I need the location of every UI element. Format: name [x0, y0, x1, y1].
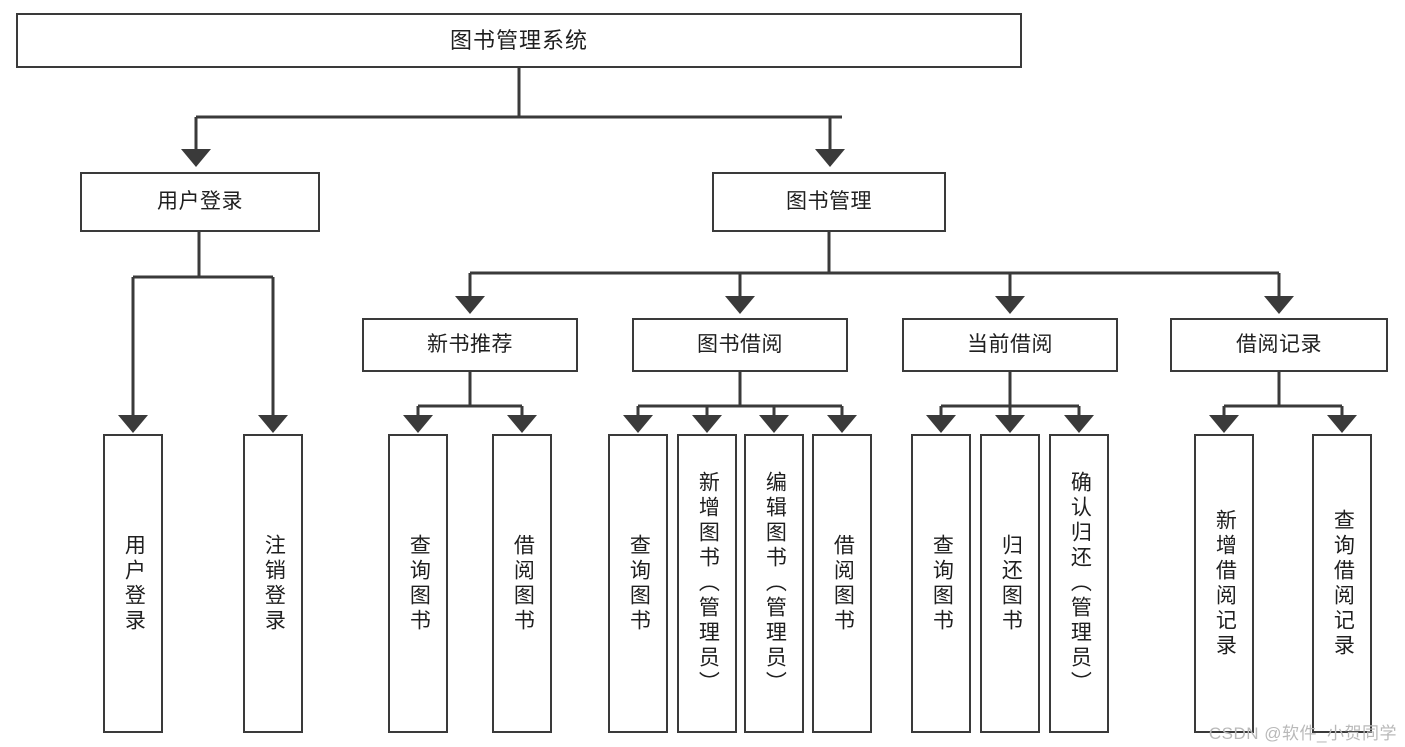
leaf-label: 查询图书 — [627, 533, 651, 634]
leaf-current-borrow-confirm[interactable]: 确认归还（管理员） — [1049, 434, 1109, 733]
leaf-new-book-borrow[interactable]: 借阅图书 — [492, 434, 552, 733]
node-current-borrow-label: 当前借阅 — [967, 332, 1053, 356]
leaf-new-book-query[interactable]: 查询图书 — [388, 434, 448, 733]
node-root-label: 图书管理系统 — [449, 27, 588, 53]
leaf-book-borrow-edit[interactable]: 编辑图书（管理员） — [744, 434, 804, 733]
leaf-book-borrow-query[interactable]: 查询图书 — [608, 434, 668, 733]
leaf-label: 新增图书（管理员） — [696, 471, 720, 696]
leaf-label: 确认归还（管理员） — [1068, 471, 1092, 696]
leaf-label: 编辑图书（管理员） — [763, 471, 787, 696]
node-book-manage[interactable]: 图书管理 — [712, 172, 946, 232]
leaf-label: 用户登录 — [122, 533, 146, 634]
leaf-label: 查询图书 — [930, 533, 954, 634]
leaf-label: 借阅图书 — [831, 533, 855, 634]
node-root-system[interactable]: 图书管理系统 — [16, 13, 1022, 68]
node-book-borrow-label: 图书借阅 — [697, 332, 783, 356]
leaf-user-login-logout[interactable]: 注销登录 — [243, 434, 303, 733]
node-user-login-label: 用户登录 — [157, 189, 243, 213]
watermark: CSDN @软件_小贺同学 — [1208, 724, 1397, 743]
node-borrow-record-label: 借阅记录 — [1236, 332, 1322, 356]
leaf-user-login-login[interactable]: 用户登录 — [103, 434, 163, 733]
node-borrow-record[interactable]: 借阅记录 — [1170, 318, 1388, 372]
node-new-book-recommend-label: 新书推荐 — [427, 332, 513, 356]
leaf-label: 新增借阅记录 — [1213, 508, 1237, 659]
leaf-current-borrow-return[interactable]: 归还图书 — [980, 434, 1040, 733]
leaf-label: 查询图书 — [407, 533, 431, 634]
leaf-label: 查询借阅记录 — [1331, 508, 1355, 659]
leaf-borrow-record-add[interactable]: 新增借阅记录 — [1194, 434, 1254, 733]
node-current-borrow[interactable]: 当前借阅 — [902, 318, 1118, 372]
node-book-borrow[interactable]: 图书借阅 — [632, 318, 848, 372]
leaf-book-borrow-add[interactable]: 新增图书（管理员） — [677, 434, 737, 733]
leaf-label: 借阅图书 — [511, 533, 535, 634]
leaf-book-borrow-borrow[interactable]: 借阅图书 — [812, 434, 872, 733]
node-book-manage-label: 图书管理 — [786, 189, 872, 213]
leaf-label: 归还图书 — [999, 533, 1023, 634]
leaf-label: 注销登录 — [262, 533, 286, 634]
node-user-login[interactable]: 用户登录 — [80, 172, 320, 232]
node-new-book-recommend[interactable]: 新书推荐 — [362, 318, 578, 372]
leaf-current-borrow-query[interactable]: 查询图书 — [911, 434, 971, 733]
leaf-borrow-record-query[interactable]: 查询借阅记录 — [1312, 434, 1372, 733]
